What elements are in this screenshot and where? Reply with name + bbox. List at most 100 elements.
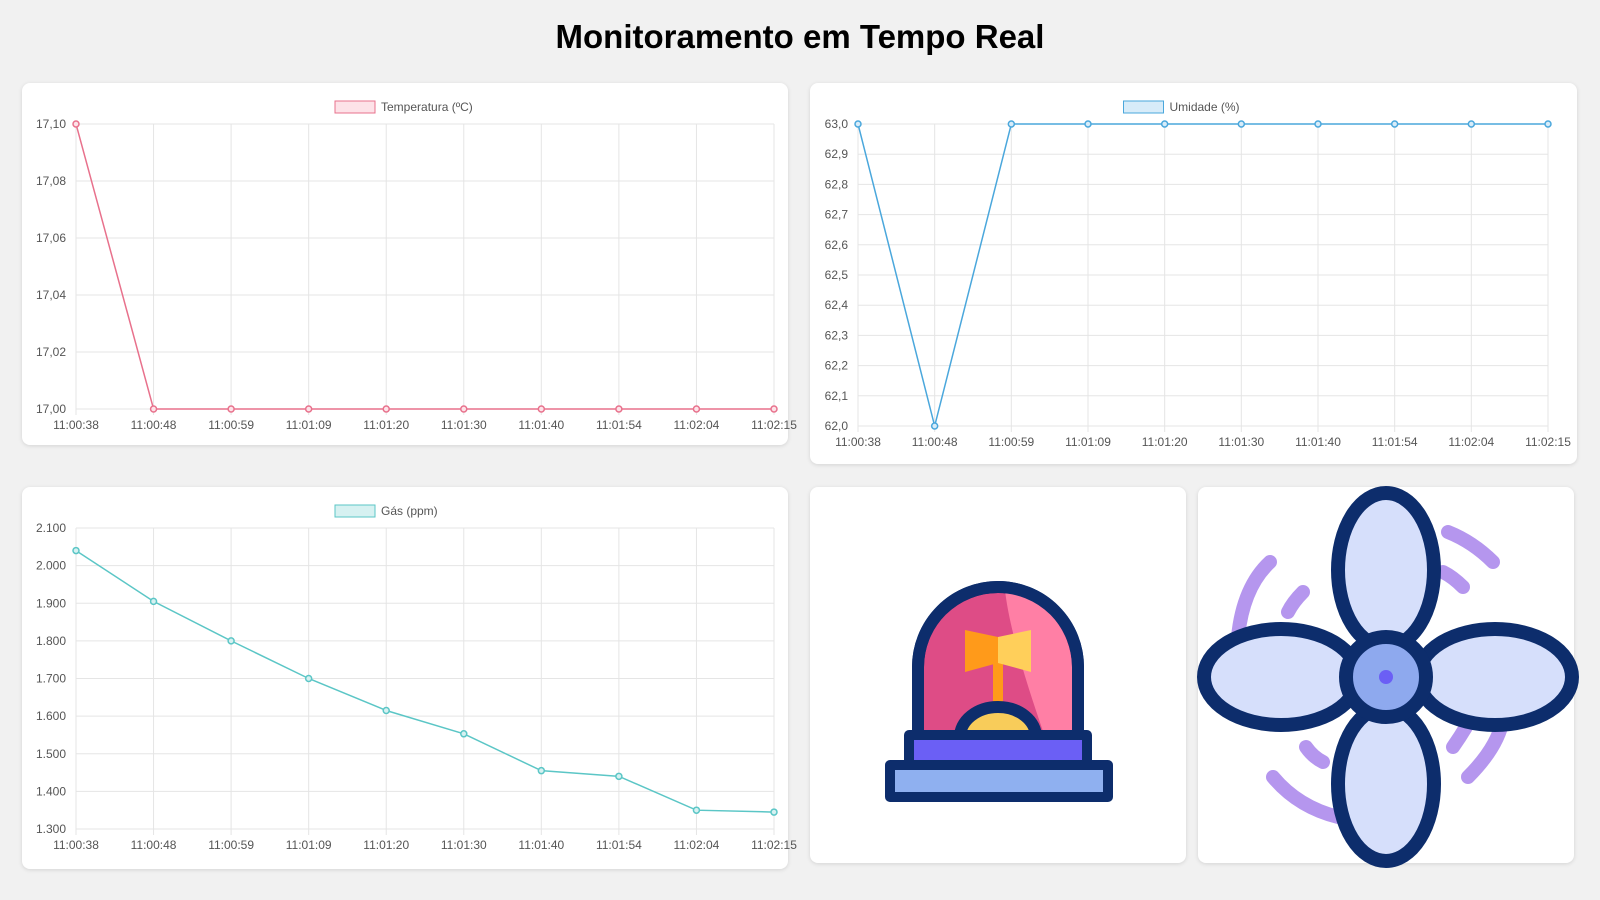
x-tick-label: 11:02:15 <box>751 838 797 852</box>
alarm-card <box>810 487 1186 863</box>
series-line <box>75 549 775 813</box>
y-tick-label: 1.500 <box>36 747 66 761</box>
temperature-chart: 17,10 17,08 17,06 17,04 17,02 17,00 11:00:38 11… <box>36 100 797 432</box>
legend-label: Temperatura (ºC) <box>381 100 473 114</box>
x-tick-label: 11:02:15 <box>751 418 797 432</box>
data-point <box>304 405 313 413</box>
y-tick-label: 1.300 <box>36 822 66 836</box>
x-tick-label: 11:00:38 <box>53 838 99 852</box>
y-tick-label: 17,08 <box>36 174 66 188</box>
data-point <box>1544 120 1552 128</box>
y-tick-label: 1.800 <box>36 634 66 648</box>
y-tick-label: 62,1 <box>825 389 849 403</box>
x-tick-label: 11:00:59 <box>208 418 254 432</box>
y-tick-label: 62,8 <box>825 177 849 191</box>
temperature-chart-card: 17,10 17,08 17,06 17,04 17,02 17,00 11:00:38 11… <box>22 83 797 445</box>
legend-label: Gás (ppm) <box>381 504 438 518</box>
data-point <box>1160 120 1169 128</box>
data-point <box>460 405 468 413</box>
y-tick-label: 63,0 <box>825 117 849 131</box>
x-tick-label: 11:00:48 <box>131 418 177 432</box>
x-tick-label: 11:01:30 <box>441 838 487 852</box>
y-tick-label: 62,3 <box>825 328 849 342</box>
y-tick-label: 1.900 <box>36 596 66 610</box>
x-tick-label: 11:01:30 <box>441 418 487 432</box>
y-tick-label: 17,04 <box>36 288 66 302</box>
x-tick-label: 11:02:04 <box>1448 435 1494 449</box>
x-tick-label: 11:01:20 <box>1142 435 1188 449</box>
fan-icon <box>1197 486 1579 868</box>
y-tick-label: 1.600 <box>36 709 66 723</box>
legend-swatch <box>334 504 376 518</box>
data-point <box>930 422 939 430</box>
y-tick-label: 62,7 <box>825 208 849 222</box>
data-point <box>1237 120 1246 128</box>
y-tick-label: 1.400 <box>36 784 66 798</box>
data-point <box>770 808 778 816</box>
y-tick-label: 62,5 <box>825 268 849 282</box>
data-point <box>1467 120 1476 128</box>
data-point <box>72 546 80 555</box>
x-tick-label: 11:01:09 <box>286 418 332 432</box>
x-tick-label: 11:01:40 <box>518 838 564 852</box>
x-tick-label: 11:01:09 <box>1065 435 1111 449</box>
x-tick-label: 11:00:48 <box>131 838 177 852</box>
legend-label: Umidade (%) <box>1170 100 1240 114</box>
data-point <box>72 120 80 128</box>
y-tick-label: 62,6 <box>825 238 849 252</box>
alarm-siren-icon <box>885 581 1113 802</box>
humidity-chart: 63,062,962,862,762,662,562,462,362,262,1… <box>825 100 1572 449</box>
data-point <box>615 405 623 413</box>
data-point <box>227 637 235 645</box>
y-tick-label: 17,02 <box>36 345 66 359</box>
data-point <box>1314 120 1322 128</box>
legend-swatch <box>334 100 376 114</box>
x-tick-label: 11:00:59 <box>988 435 1034 449</box>
data-point <box>615 772 623 781</box>
y-tick-label: 17,10 <box>36 117 66 131</box>
data-point <box>149 597 158 606</box>
x-tick-label: 11:01:40 <box>1295 435 1341 449</box>
x-tick-label: 11:01:54 <box>596 838 642 852</box>
page-title: Monitoramento em Tempo Real <box>555 18 1045 55</box>
data-point <box>854 120 862 128</box>
y-tick-label: 17,06 <box>36 231 66 245</box>
legend-swatch <box>1123 100 1164 114</box>
x-tick-label: 11:02:04 <box>674 418 720 432</box>
data-point <box>382 706 390 715</box>
data-point <box>382 405 390 413</box>
gas-chart: 2.1002.0001.9001.8001.7001.6001.5001.400… <box>36 504 797 852</box>
x-tick-label: 11:02:04 <box>674 838 720 852</box>
y-tick-label: 62,2 <box>825 359 849 373</box>
x-tick-label: 11:01:20 <box>363 418 409 432</box>
data-point <box>1084 120 1092 128</box>
y-tick-label: 62,0 <box>825 419 849 433</box>
y-tick-label: 2.100 <box>36 521 66 535</box>
data-point <box>149 405 158 413</box>
x-tick-label: 11:00:38 <box>53 418 99 432</box>
fan-card <box>1197 486 1579 868</box>
x-tick-label: 11:01:54 <box>596 418 642 432</box>
data-point <box>1390 120 1399 128</box>
x-tick-label: 11:01:20 <box>363 838 409 852</box>
x-tick-label: 11:01:54 <box>1372 435 1418 449</box>
series-line <box>75 123 774 410</box>
x-tick-label: 11:01:09 <box>286 838 332 852</box>
x-tick-label: 11:00:38 <box>835 435 881 449</box>
x-tick-label: 11:00:59 <box>208 838 254 852</box>
x-tick-label: 11:02:15 <box>1525 435 1571 449</box>
y-tick-label: 17,00 <box>36 402 66 416</box>
y-tick-label: 2.000 <box>36 559 66 573</box>
data-point <box>537 766 546 775</box>
x-tick-label: 11:01:30 <box>1218 435 1264 449</box>
data-point <box>692 405 701 413</box>
data-point <box>460 730 468 738</box>
data-point <box>227 405 235 413</box>
data-point <box>692 806 701 814</box>
data-point <box>304 674 313 683</box>
data-point <box>537 405 546 413</box>
y-tick-label: 62,9 <box>825 147 849 161</box>
series-line <box>857 123 1548 427</box>
